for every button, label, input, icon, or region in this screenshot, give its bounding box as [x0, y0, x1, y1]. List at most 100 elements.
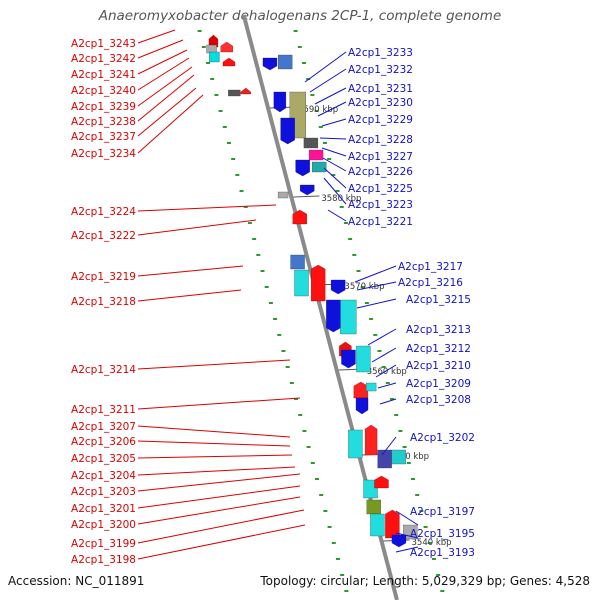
- leader-line: [137, 39, 184, 59]
- gene-label-left: A2cp1_3219: [71, 271, 136, 283]
- gene-label-left: A2cp1_3205: [71, 453, 136, 465]
- guide-dot: [377, 350, 382, 352]
- guide-dot: [331, 174, 336, 176]
- gene-feature: [240, 87, 251, 95]
- gene-label-left: A2cp1_3204: [71, 470, 136, 482]
- gene-label-left: A2cp1_3207: [71, 421, 136, 433]
- leader-line: [137, 57, 190, 91]
- leader-line: [137, 496, 301, 525]
- gene-label-right: A2cp1_3225: [348, 183, 413, 195]
- gene-label-left: A2cp1_3241: [71, 69, 136, 81]
- gene-label-left: A2cp1_3239: [71, 101, 136, 113]
- gene-feature: [356, 345, 371, 373]
- leader-line: [137, 359, 291, 370]
- guide-dot: [294, 398, 299, 400]
- guide-dot: [419, 510, 424, 512]
- guide-dot: [339, 206, 344, 208]
- gene-label-left: A2cp1_3201: [71, 503, 136, 515]
- leader-line: [137, 219, 257, 236]
- gene-label-right: A2cp1_3228: [348, 134, 413, 146]
- accession-label: Accession: NC_011891: [8, 574, 145, 588]
- guide-dot: [310, 94, 315, 96]
- leader-line: [137, 454, 293, 459]
- gene-feature: [312, 161, 327, 173]
- gene-feature: [365, 382, 377, 392]
- leader-line: [137, 466, 296, 476]
- guide-dot: [331, 542, 336, 544]
- guide-dot: [206, 62, 211, 64]
- guide-dot: [264, 286, 269, 288]
- guide-dot: [314, 110, 319, 112]
- guide-dot: [243, 206, 248, 208]
- guide-dot: [394, 414, 399, 416]
- guide-dot: [322, 142, 327, 144]
- guide-dot: [427, 542, 432, 544]
- gene-feature: [220, 41, 233, 53]
- gene-label-right: A2cp1_3229: [348, 114, 413, 126]
- gene-feature: [277, 191, 289, 199]
- leader-line: [137, 473, 301, 492]
- gene-feature: [262, 57, 278, 71]
- gene-label-left: A2cp1_3206: [71, 436, 136, 448]
- guide-dot: [381, 366, 386, 368]
- gene-feature: [377, 449, 392, 469]
- guide-dot: [352, 254, 357, 256]
- gene-label-right: A2cp1_3210: [406, 360, 471, 372]
- gene-label-right: A2cp1_3216: [398, 277, 463, 289]
- guide-dot: [327, 526, 332, 528]
- gene-label-right: A2cp1_3223: [348, 199, 413, 211]
- gene-feature: [353, 381, 368, 399]
- gene-label-right: A2cp1_3227: [348, 151, 413, 163]
- guide-dot: [252, 238, 257, 240]
- kbp-label: 3540 kbp: [412, 538, 452, 548]
- guide-dot: [298, 414, 303, 416]
- gene-feature: [209, 51, 220, 63]
- guide-dot: [436, 574, 441, 576]
- gene-feature: [300, 184, 315, 196]
- guide-dot: [256, 254, 261, 256]
- guide-dot: [297, 46, 302, 48]
- gene-label-right: A2cp1_3197: [410, 506, 475, 518]
- guide-dot: [268, 302, 273, 304]
- guide-dot: [406, 462, 411, 464]
- guide-dot: [390, 398, 395, 400]
- gene-feature: [290, 254, 305, 270]
- gene-label-right: A2cp1_3208: [406, 394, 471, 406]
- guide-dot: [260, 270, 265, 272]
- leader-line: [381, 436, 397, 456]
- guide-dot: [335, 558, 340, 560]
- guide-dot: [415, 494, 420, 496]
- guide-dot: [247, 222, 252, 224]
- gene-label-right: A2cp1_3226: [348, 166, 413, 178]
- gene-feature: [311, 264, 326, 302]
- leader-line: [137, 485, 301, 509]
- gene-feature: [363, 479, 378, 499]
- guide-dot: [364, 302, 369, 304]
- leader-line: [137, 425, 291, 438]
- leader-line: [137, 289, 242, 302]
- gene-feature: [370, 513, 385, 537]
- guide-dot: [369, 318, 374, 320]
- leader-line: [322, 157, 347, 172]
- gene-feature: [391, 449, 406, 465]
- guide-dot: [348, 238, 353, 240]
- gene-feature: [348, 429, 363, 459]
- guide-dot: [398, 430, 403, 432]
- guide-dot: [306, 446, 311, 448]
- gene-label-right: A2cp1_3209: [406, 378, 471, 390]
- leader-line: [137, 524, 306, 560]
- gene-label-left: A2cp1_3211: [71, 404, 136, 416]
- kbp-label: 3570 kbp: [344, 282, 384, 292]
- guide-dot: [431, 558, 436, 560]
- guide-dot: [319, 494, 324, 496]
- gene-feature: [341, 349, 356, 369]
- gene-feature: [391, 534, 407, 548]
- leader-line: [137, 49, 188, 75]
- leader-line: [137, 74, 195, 122]
- guide-dot: [235, 174, 240, 176]
- guide-dot: [239, 190, 244, 192]
- gene-label-right: A2cp1_3217: [398, 261, 463, 273]
- gene-feature: [294, 269, 309, 297]
- guide-dot: [306, 78, 311, 80]
- leader-line: [304, 51, 347, 83]
